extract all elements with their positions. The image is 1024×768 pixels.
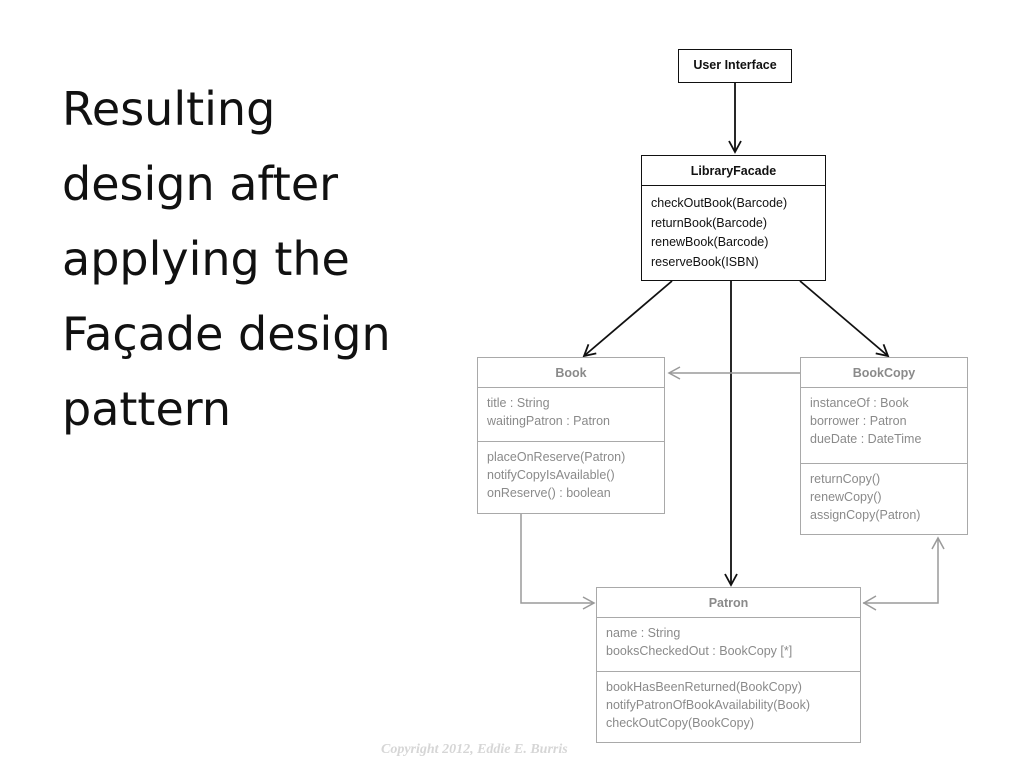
title-line: pattern (62, 382, 232, 436)
methods-section: returnCopy() renewCopy() assignCopy(Patr… (801, 463, 967, 530)
class-name: BookCopy (801, 358, 967, 388)
attribute: waitingPatron : Patron (487, 414, 610, 428)
attributes-section: instanceOf : Book borrower : Patron dueD… (801, 388, 967, 463)
method: notifyCopyIsAvailable() (487, 468, 615, 482)
attribute: title : String (487, 396, 550, 410)
method: onReserve() : boolean (487, 486, 611, 500)
class-name: Patron (597, 588, 860, 618)
method: renewCopy() (810, 490, 882, 504)
method: returnCopy() (810, 472, 881, 486)
method: checkOutBook(Barcode) (651, 196, 788, 210)
method: renewBook(Barcode) (651, 235, 769, 249)
method: checkOutCopy(BookCopy) (606, 716, 754, 730)
class-name: Book (478, 358, 664, 388)
book-class: Book title : String waitingPatron : Patr… (477, 357, 665, 514)
attribute: booksCheckedOut : BookCopy [*] (606, 644, 793, 658)
copyright-notice: Copyright 2012, Eddie E. Burris (381, 742, 568, 757)
title-line: Façade design (62, 307, 391, 361)
user-interface-box: User Interface (678, 49, 792, 83)
method: placeOnReserve(Patron) (487, 450, 626, 464)
title-line: applying the (62, 232, 350, 286)
slide-title: Resulting design after applying the Faça… (62, 72, 442, 447)
title-line: design after (62, 157, 339, 211)
methods-section: bookHasBeenReturned(BookCopy) notifyPatr… (597, 671, 860, 738)
methods-section: checkOutBook(Barcode) returnBook(Barcode… (642, 186, 825, 278)
method: returnBook(Barcode) (651, 215, 768, 230)
attribute: borrower : Patron (810, 414, 907, 428)
arrowhead-to-patron (862, 595, 877, 611)
methods-section: placeOnReserve(Patron) notifyCopyIsAvail… (478, 441, 664, 508)
method: reserveBook(ISBN) (651, 254, 759, 269)
attributes-section: name : String booksCheckedOut : BookCopy… (597, 618, 860, 671)
attribute: dueDate : DateTime (810, 432, 922, 446)
bookcopy-class: BookCopy instanceOf : Book borrower : Pa… (800, 357, 968, 535)
user-interface-label: User Interface (693, 58, 777, 72)
library-facade-class: LibraryFacade checkOutBook(Barcode) retu… (641, 155, 826, 281)
class-name: LibraryFacade (642, 156, 825, 186)
title-line: Resulting (62, 82, 276, 136)
attribute: instanceOf : Book (810, 396, 909, 410)
method: bookHasBeenReturned(BookCopy) (606, 680, 802, 694)
arrow-patron-bookcopy (863, 536, 945, 604)
arrow-facade-to-bookcopy (799, 280, 890, 358)
patron-class: Patron name : String booksCheckedOut : B… (596, 587, 861, 743)
arrow-facade-to-book (582, 280, 673, 358)
attributes-section: title : String waitingPatron : Patron (478, 388, 664, 441)
arrow-book-to-patron (520, 514, 596, 610)
attribute: name : String (606, 626, 681, 640)
method: assignCopy(Patron) (810, 508, 921, 522)
method: notifyPatronOfBookAvailability(Book) (606, 698, 811, 712)
